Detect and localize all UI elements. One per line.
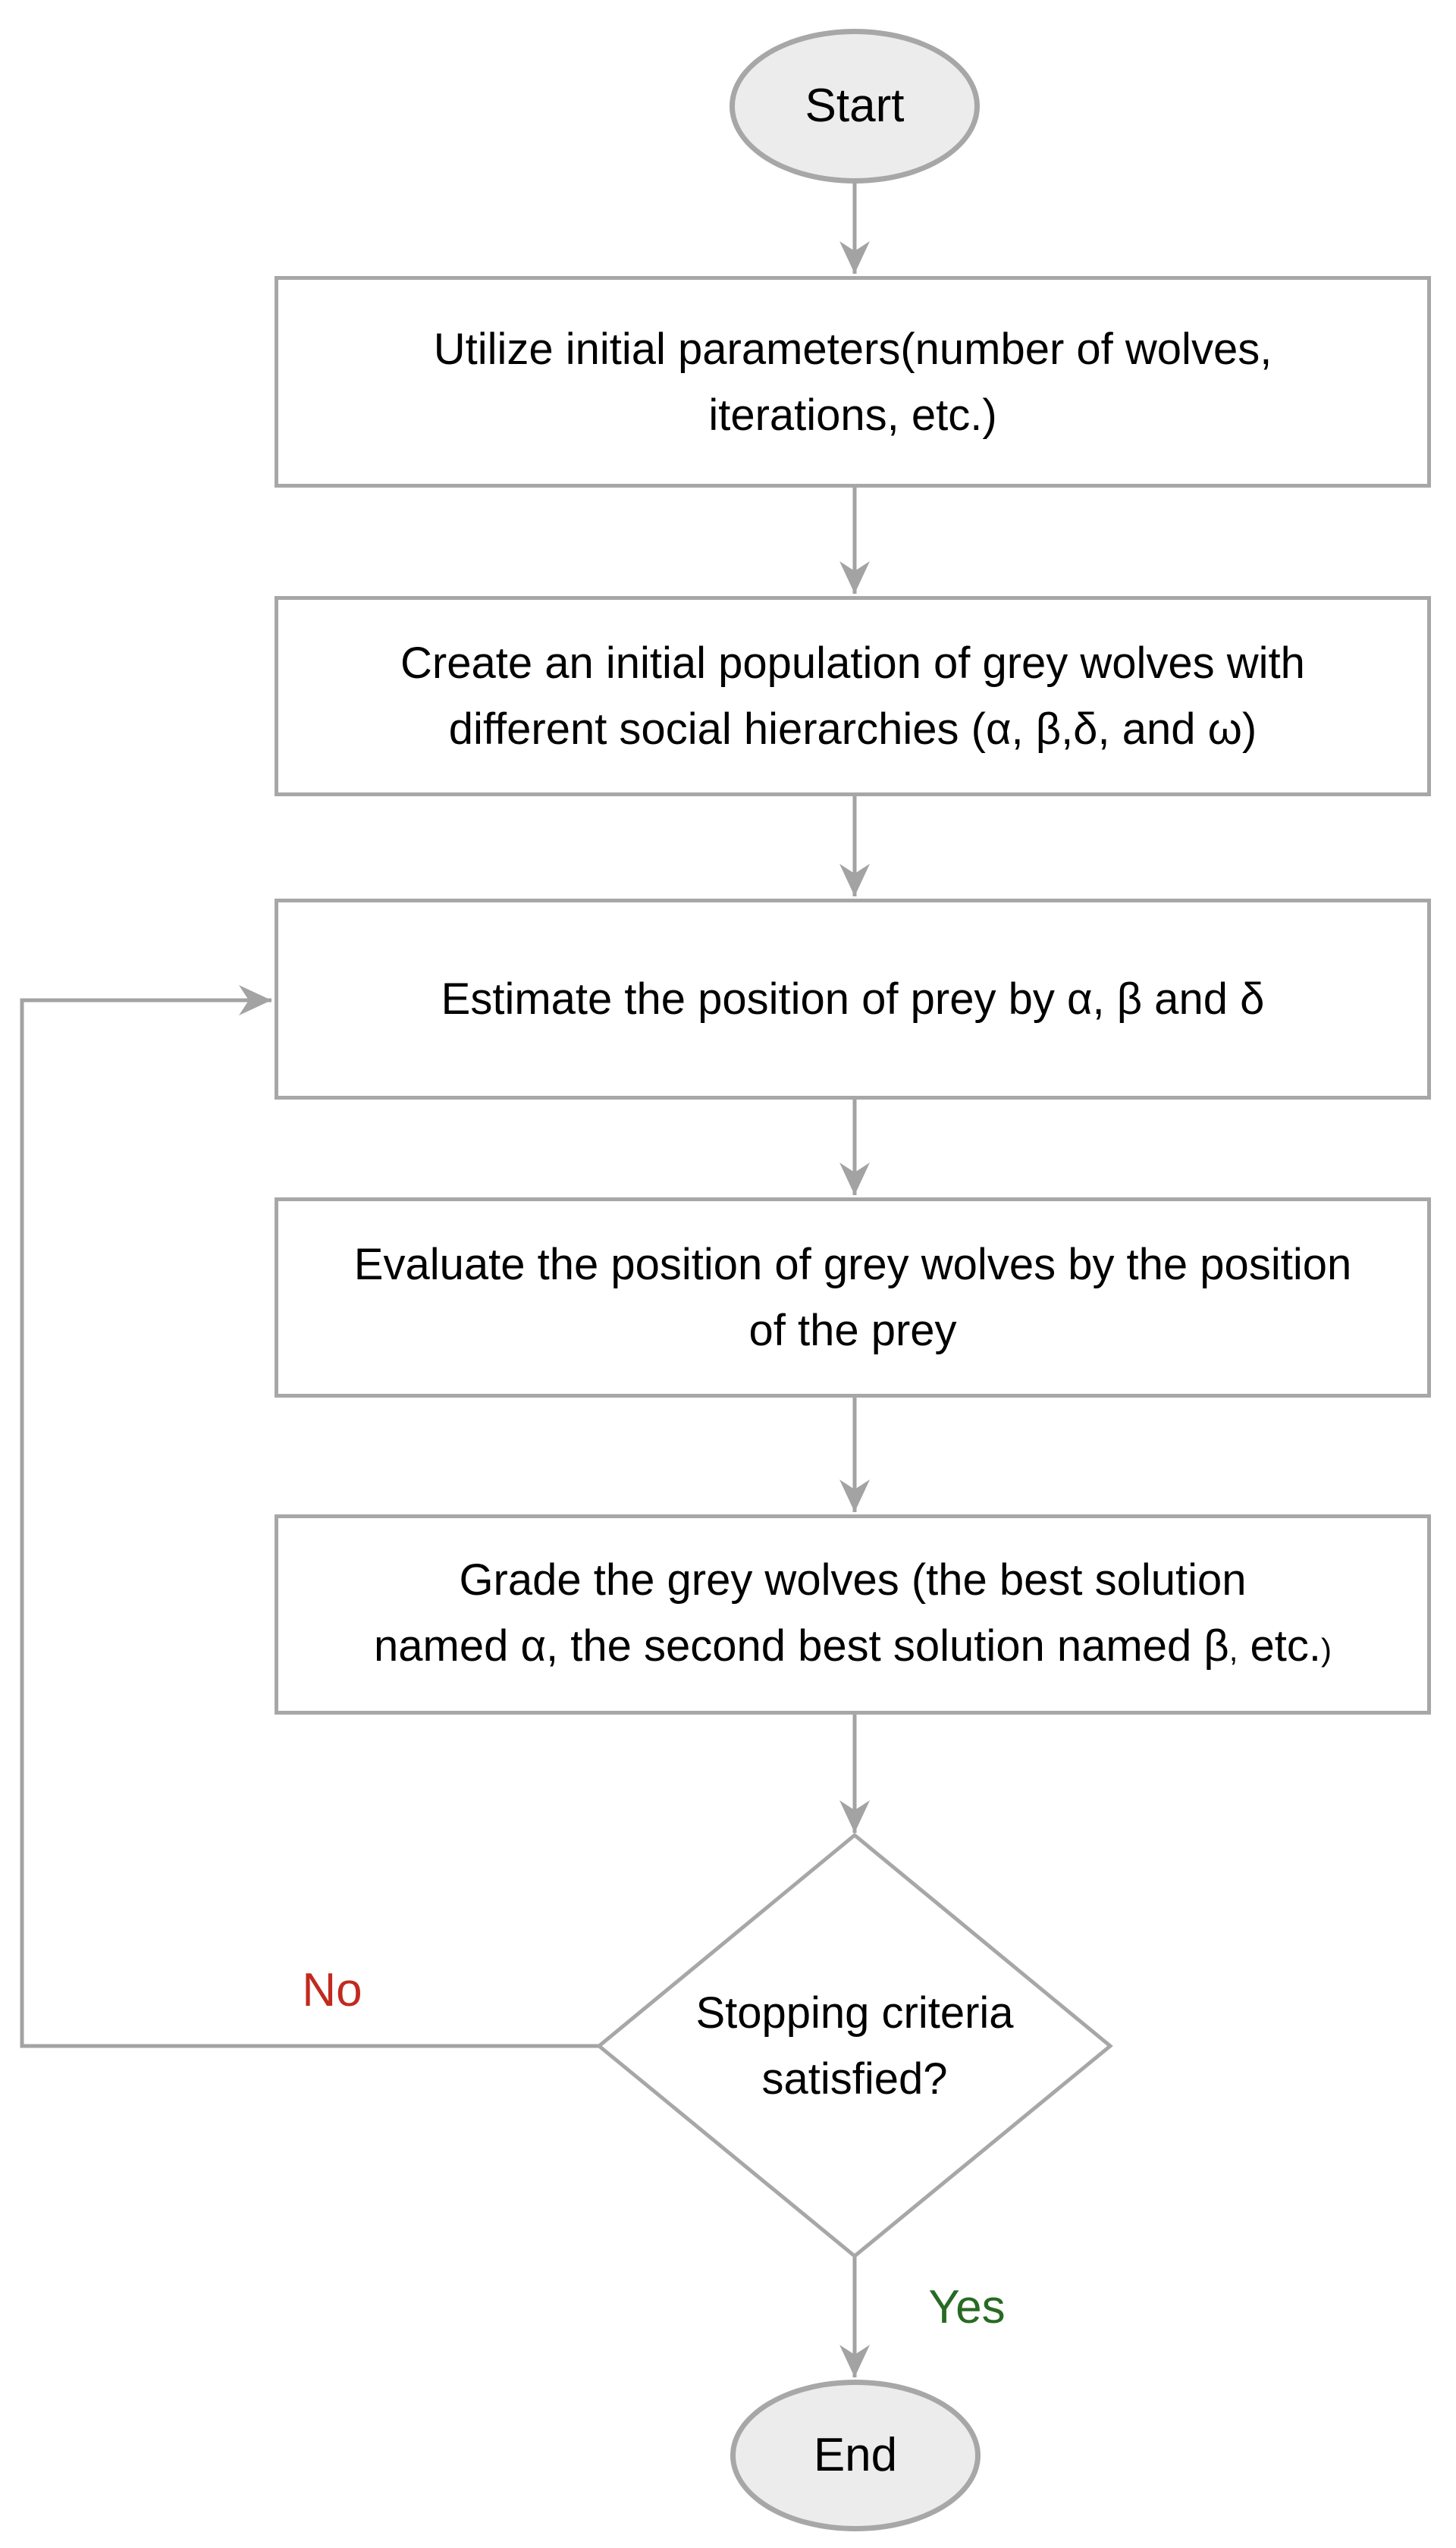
process-text-line: Utilize initial parameters(number of wol… <box>433 324 1272 374</box>
process-text-line: Grade the grey wolves (the best solution <box>459 1555 1247 1605</box>
decision-text-line: satisfied? <box>761 2054 948 2104</box>
yes-edge-label-text: Yes <box>928 2280 1006 2333</box>
decision-diamond-shape <box>596 1832 1113 2259</box>
process-text-line: Create an initial population of grey wol… <box>400 639 1305 688</box>
decision-text-line: Stopping criteria <box>695 1988 1014 2038</box>
start-label: Start <box>805 79 905 132</box>
process-text-line: named α, the second best solution named … <box>374 1613 1332 1683</box>
process-grade-wolves: Grade the grey wolves (the best solution… <box>275 1514 1431 1715</box>
process-evaluate-wolves: Evaluate the position of grey wolves by … <box>275 1197 1431 1398</box>
grade-text-small-comma: , <box>1228 1631 1238 1668</box>
yes-edge-label: Yes <box>883 2275 1050 2339</box>
decision-stopping-criteria: Stopping criteria satisfied? <box>599 1835 1110 2256</box>
end-label: End <box>813 2428 898 2481</box>
process-text-line: Evaluate the position of grey wolves by … <box>353 1240 1352 1289</box>
process-create-population: Create an initial population of grey wol… <box>275 596 1431 796</box>
grade-text-a: named α, the second best solution named … <box>374 1621 1229 1671</box>
edge-decision-to-estimate-no-loop <box>20 985 599 2048</box>
process-initial-parameters: Utilize initial parameters(number of wol… <box>275 276 1431 488</box>
start-terminator: Start <box>730 29 980 184</box>
grade-text-etc: etc. <box>1238 1621 1321 1671</box>
process-text-line: Estimate the position of prey by α, β an… <box>441 974 1265 1024</box>
process-text-line: of the prey <box>748 1306 957 1355</box>
process-estimate-prey: Estimate the position of prey by α, β an… <box>275 899 1431 1100</box>
process-text-line: iterations, etc.) <box>708 390 997 440</box>
grade-text-small-paren: ) <box>1320 1631 1332 1668</box>
no-edge-label: No <box>249 1958 416 2022</box>
end-terminator: End <box>730 2380 981 2531</box>
process-text-line: different social hierarchies (α, β,δ, an… <box>448 704 1257 754</box>
no-edge-label-text: No <box>302 1963 362 2016</box>
